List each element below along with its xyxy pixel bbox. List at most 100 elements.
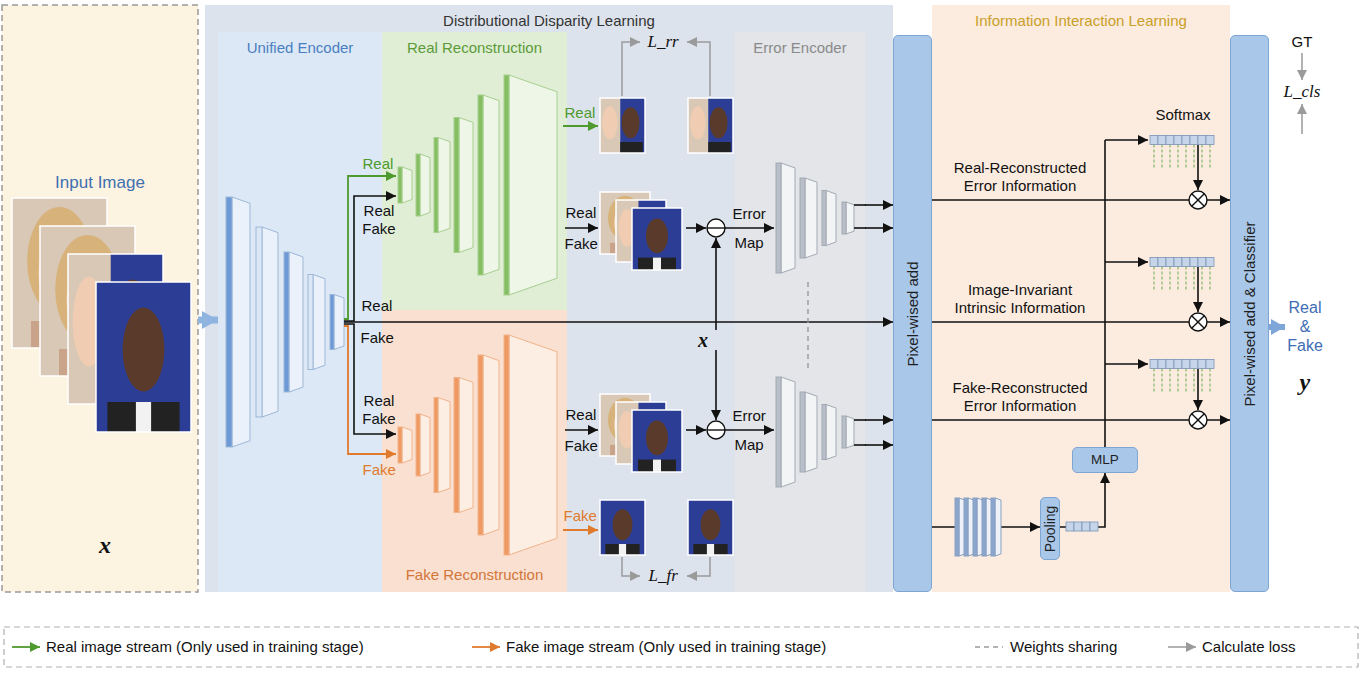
- layer-plate: [256, 227, 262, 417]
- vector-cell: [1158, 258, 1166, 267]
- vector-cell: [1150, 360, 1158, 369]
- flow-arrow: [1105, 139, 1148, 141]
- flow-arrow: [715, 238, 717, 330]
- panel-fill: [2, 5, 198, 592]
- legend-sample: [1168, 646, 1196, 648]
- vector-cell: [1190, 360, 1198, 369]
- multiply-symbol: [1192, 414, 1205, 427]
- layer-plate: [478, 95, 483, 275]
- layer-plate: [504, 75, 509, 295]
- legend-frame: [4, 627, 1358, 667]
- layer-plate: [842, 416, 846, 448]
- text-label: Fake: [565, 235, 598, 253]
- attention-line: [1178, 267, 1179, 290]
- attention-line: [1186, 267, 1187, 290]
- stage-panel: Distributional Disparity LearningUnified…: [205, 5, 893, 592]
- vector-cell: [1182, 258, 1190, 267]
- module-panel: Real Reconstruction: [382, 32, 567, 310]
- panel-fill: [932, 5, 1230, 592]
- vector-cell: [1206, 136, 1214, 145]
- attention-line: [1170, 369, 1171, 392]
- flow-arrow: [1105, 261, 1148, 263]
- vector-cell: [1174, 258, 1182, 267]
- layer-plate: [504, 335, 509, 555]
- layer-plate: [459, 378, 473, 513]
- multiply-symbol: [1192, 194, 1205, 207]
- attention-line: [1202, 145, 1203, 168]
- text-label: L_fr: [649, 566, 678, 586]
- connector: [198, 317, 218, 324]
- layer-plate: [509, 335, 557, 555]
- face-part: [602, 106, 617, 139]
- attention-line: [1194, 369, 1195, 392]
- layer-plate: [438, 138, 450, 233]
- legend-sample: [12, 646, 40, 648]
- text-label: Fake: [565, 437, 598, 455]
- legend-sample: [975, 646, 1003, 648]
- layer-plate: [330, 295, 334, 350]
- vector-cell: [1150, 258, 1158, 267]
- mlp-box: MLP: [1072, 447, 1138, 473]
- layer-plate: [483, 355, 499, 535]
- face-part: [707, 544, 714, 555]
- output-arrow: [1269, 324, 1285, 330]
- layer-plate: [398, 427, 402, 463]
- face-part: [620, 142, 643, 153]
- connector: [382, 321, 893, 323]
- multiply-symbol: [1192, 414, 1205, 427]
- layer-plate: [846, 202, 854, 234]
- stage-panel: Information Interaction LearningPoolingM…: [932, 5, 1230, 592]
- subtract-symbol: [707, 227, 725, 228]
- face-part: [693, 544, 727, 555]
- mlp-line: [1104, 140, 1106, 447]
- panel-fill: [218, 32, 382, 592]
- text-label: L_cls: [1284, 82, 1321, 102]
- layer-plate: [420, 414, 430, 476]
- edge-label: Fake-Reconstructed Error Information: [940, 379, 1100, 415]
- connector: [865, 204, 893, 206]
- loss-arrow: [1301, 53, 1303, 80]
- layer-plate: [402, 167, 412, 203]
- face-frame: [688, 500, 733, 555]
- vector-cell: [1150, 136, 1158, 145]
- node-title: Fake Reconstruction: [382, 566, 567, 584]
- node-title: Input Image: [2, 173, 198, 193]
- layer-plate: [509, 75, 557, 295]
- loss-arrow: [687, 42, 710, 96]
- classifier-bar: Pixel-wised add & Classifier: [1230, 35, 1269, 592]
- layer-plate: [842, 202, 846, 234]
- face-frame: [632, 208, 682, 270]
- flow-arrow: [686, 227, 706, 229]
- face-part: [620, 98, 645, 153]
- layer-plate: [781, 163, 795, 273]
- attention-line: [1170, 267, 1171, 290]
- face-part: [688, 500, 733, 555]
- vector-cell: [1166, 360, 1174, 369]
- face-image: [688, 500, 733, 555]
- layer-plate: [995, 498, 1001, 556]
- layer-plate: [826, 191, 836, 246]
- stream-arrow: [344, 196, 396, 321]
- face-part: [123, 308, 165, 392]
- text-label: Real: [363, 155, 394, 173]
- stream-arrow: [344, 326, 396, 454]
- layer-plate: [226, 197, 232, 447]
- node-title: Error Encoder: [735, 39, 865, 57]
- text-label: x: [99, 531, 111, 560]
- layer-plate: [800, 392, 805, 472]
- layer-plate: [232, 197, 250, 447]
- layer-plate: [826, 405, 836, 460]
- face-frame: [600, 500, 645, 555]
- multiply-symbol: [1189, 313, 1207, 331]
- face-part: [619, 544, 626, 555]
- text-label: Error: [733, 407, 766, 425]
- attention-line: [1194, 267, 1195, 290]
- vector-cell: [1066, 522, 1074, 531]
- node-title: Pixel-wised add & Classifier: [1241, 221, 1259, 406]
- module-panel: Fake Reconstruction: [382, 310, 567, 592]
- text-label: Real Fake: [361, 392, 397, 428]
- attention-line: [1186, 145, 1187, 168]
